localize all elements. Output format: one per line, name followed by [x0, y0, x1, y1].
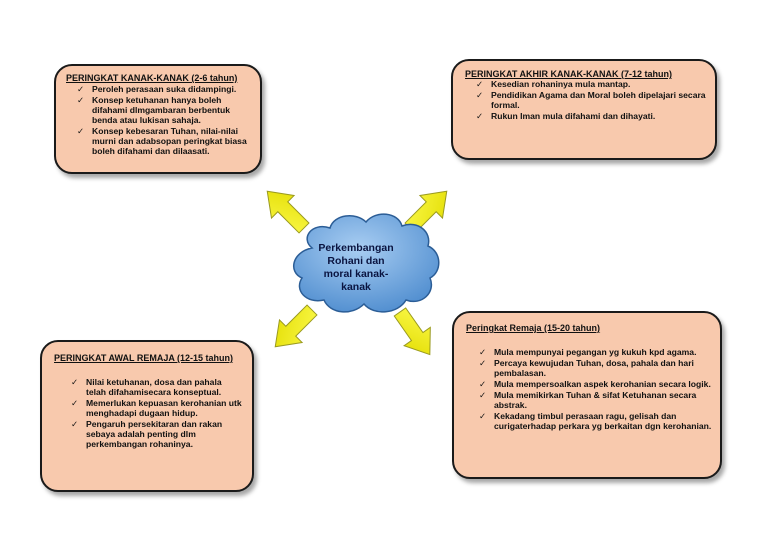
check-icon: ✓ — [71, 419, 79, 429]
box-list: ✓ Kesedian rohaninya mula mantap. ✓ Pendid… — [465, 79, 707, 121]
center-line: Rohani dan — [327, 255, 385, 267]
center-line: Perkembangan — [318, 242, 394, 254]
check-icon: ✓ — [71, 377, 79, 387]
box-title: PERINGKAT KANAK-KANAK (2-6 tahun) — [66, 73, 238, 83]
list-item: ✓ Konsep kebesaran Tuhan, nilai-nilai mur… — [76, 126, 252, 156]
list-item-text: Konsep ketuhanan hanya boleh difahami dl… — [92, 95, 231, 125]
list-item: ✓ Memerlukan kepuasan kerohanian utk meng… — [70, 398, 244, 418]
center-line: moral kanak- — [323, 268, 389, 280]
list-item: ✓ Percaya kewujudan Tuhan, dosa, pahala d… — [478, 358, 712, 378]
list-item: ✓ Mula mempunyai pegangan yg kukuh kpd ag… — [478, 347, 712, 357]
check-icon: ✓ — [71, 398, 79, 408]
list-item-text: Mula memikirkan Tuhan & sifat Ketuhanan … — [494, 390, 697, 410]
check-icon: ✓ — [476, 111, 484, 121]
check-icon: ✓ — [479, 347, 487, 357]
check-icon: ✓ — [479, 411, 487, 421]
list-item: ✓ Pengaruh persekitaran dan rakan sebaya … — [70, 419, 244, 449]
list-item-text: Pendidikan Agama dan Moral boleh dipelaj… — [491, 90, 706, 110]
check-icon: ✓ — [77, 126, 85, 136]
list-item-text: Kesedian rohaninya mula mantap. — [491, 79, 631, 89]
list-item: ✓ Peroleh perasaan suka didampingi. — [76, 84, 252, 94]
box-list: ✓ Nilai ketuhanan, dosa dan pahala telah … — [54, 377, 244, 449]
box-remaja: Peringkat Remaja (15-20 tahun) ✓ Mula mem… — [452, 311, 722, 479]
list-item-text: Percaya kewujudan Tuhan, dosa, pahala da… — [494, 358, 694, 378]
list-item-text: Pengaruh persekitaran dan rakan sebaya a… — [86, 419, 223, 449]
check-icon: ✓ — [476, 90, 484, 100]
box-title: Peringkat Remaja (15-20 tahun) — [466, 323, 601, 333]
check-icon: ✓ — [77, 84, 85, 94]
list-item-text: Mula mempunyai pegangan yg kukuh kpd aga… — [494, 347, 697, 357]
list-item-text: Kekadang timbul perasaan ragu, gelisah d… — [494, 411, 712, 431]
center-line: kanak — [341, 281, 371, 293]
list-item: ✓ Kekadang timbul perasaan ragu, gelisah … — [478, 411, 712, 431]
box-kanak-kanak: PERINGKAT KANAK-KANAK (2-6 tahun) ✓ Perol… — [54, 64, 262, 174]
list-item: ✓ Konsep ketuhanan hanya boleh difahami d… — [76, 95, 252, 125]
check-icon: ✓ — [479, 358, 487, 368]
check-icon: ✓ — [476, 79, 484, 89]
list-item: ✓ Pendidikan Agama dan Moral boleh dipela… — [475, 90, 707, 110]
list-item: ✓ Mula memikirkan Tuhan & sifat Ketuhanan… — [478, 390, 712, 410]
list-item: ✓ Nilai ketuhanan, dosa dan pahala telah … — [70, 377, 244, 397]
list-item-text: Mula mempersoalkan aspek kerohanian seca… — [494, 379, 711, 389]
check-icon: ✓ — [479, 390, 487, 400]
list-item: ✓ Mula mempersoalkan aspek kerohanian sec… — [478, 379, 712, 389]
box-list: ✓ Peroleh perasaan suka didampingi. ✓ Kons… — [66, 84, 252, 156]
list-item-text: Peroleh perasaan suka didampingi. — [92, 84, 237, 94]
box-title: PERINGKAT AKHIR KANAK-KANAK (7-12 tahun) — [465, 69, 672, 79]
list-item-text: Rukun Iman mula difahami dan dihayati. — [491, 111, 656, 121]
list-item-text: Memerlukan kepuasan kerohanian utk mengh… — [86, 398, 242, 418]
list-item: ✓ Rukun Iman mula difahami dan dihayati. — [475, 111, 707, 121]
box-awal-remaja: PERINGKAT AWAL REMAJA (12-15 tahun) ✓ Nil… — [40, 340, 254, 492]
box-akhir-kanak-kanak: PERINGKAT AKHIR KANAK-KANAK (7-12 tahun)… — [451, 59, 717, 160]
list-item-text: Nilai ketuhanan, dosa dan pahala telah d… — [86, 377, 222, 397]
center-label: Perkembangan Rohani dan moral kanak- kan… — [306, 242, 406, 294]
box-title: PERINGKAT AWAL REMAJA (12-15 tahun) — [54, 353, 234, 363]
list-item: ✓ Kesedian rohaninya mula mantap. — [475, 79, 707, 89]
box-list: ✓ Mula mempunyai pegangan yg kukuh kpd ag… — [466, 347, 712, 431]
list-item-text: Konsep kebesaran Tuhan, nilai-nilai murn… — [92, 126, 247, 156]
check-icon: ✓ — [479, 379, 487, 389]
check-icon: ✓ — [77, 95, 85, 105]
